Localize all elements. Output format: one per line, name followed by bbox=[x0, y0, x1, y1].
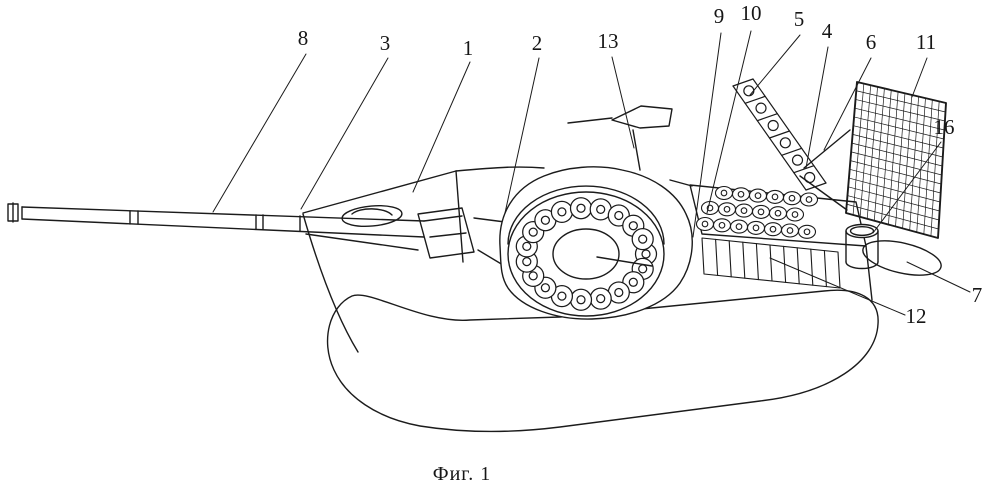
callout-3: 3 bbox=[379, 31, 391, 55]
gun-barrel bbox=[7, 202, 425, 238]
leader-lines bbox=[212, 30, 971, 316]
callout-4: 4 bbox=[821, 19, 833, 43]
driver-hatch bbox=[341, 205, 403, 227]
mesh-grid bbox=[846, 83, 946, 237]
callout-5: 5 bbox=[793, 7, 805, 31]
mesh-screen bbox=[799, 81, 947, 239]
callout-10: 10 bbox=[740, 1, 762, 25]
ammo-tray bbox=[689, 184, 867, 247]
mesh-struts bbox=[799, 129, 851, 211]
callout-7: 7 bbox=[971, 283, 983, 307]
callout-2: 2 bbox=[531, 31, 543, 55]
callout-9: 9 bbox=[713, 4, 725, 28]
gun-mantlet bbox=[417, 207, 509, 269]
track-skirt bbox=[326, 289, 879, 433]
stowed-drum bbox=[862, 240, 942, 276]
sight-antenna bbox=[567, 117, 613, 124]
sight-head bbox=[611, 105, 673, 129]
sight-mast bbox=[567, 105, 673, 171]
callout-8: 8 bbox=[297, 26, 309, 50]
ammo-rack bbox=[701, 237, 841, 289]
shell-rows bbox=[695, 185, 819, 239]
callout-12: 12 bbox=[905, 304, 927, 328]
ammo-carousel bbox=[507, 185, 665, 317]
carousel-shells bbox=[515, 197, 658, 311]
container-cylinder bbox=[845, 223, 879, 270]
callout-11: 11 bbox=[915, 30, 937, 54]
carousel-feed-arm bbox=[596, 256, 653, 267]
callout-1: 1 bbox=[462, 36, 474, 60]
callout-13: 13 bbox=[597, 29, 619, 53]
callout-16: 16 bbox=[933, 115, 955, 139]
muzzle-tip bbox=[7, 202, 19, 223]
figure-caption: Фиг. 1 bbox=[432, 463, 492, 485]
callout-6: 6 bbox=[865, 30, 877, 54]
